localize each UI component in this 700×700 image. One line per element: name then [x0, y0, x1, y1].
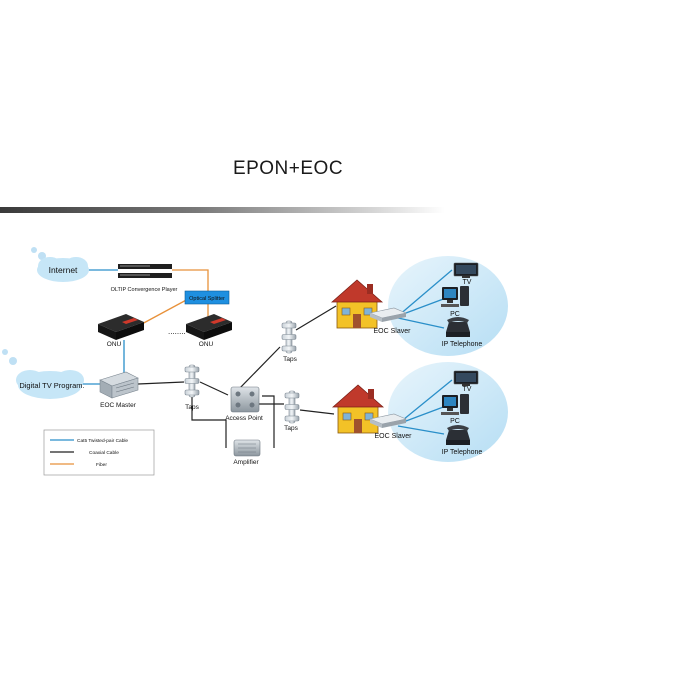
- onu-ellipsis-text: ........: [168, 327, 186, 336]
- taps-icon: [281, 320, 297, 354]
- pc-top-label: PC: [450, 311, 460, 318]
- digital-tv-label: Digital TV Program.: [19, 381, 84, 390]
- cloud-icon: [2, 349, 84, 399]
- pc-bottom-label: PC: [450, 418, 460, 425]
- onu-left-label: ONU: [107, 341, 122, 348]
- amplifier-device-icon: [233, 439, 261, 457]
- tv-icon: [453, 370, 479, 387]
- eoc-slaver-bottom-label: EOC Slaver: [375, 433, 413, 440]
- house-icon: [331, 279, 383, 329]
- optical-splitter-label: Optical Splitter: [189, 296, 225, 302]
- title-divider: [0, 207, 445, 213]
- legend-cat5-label: Cat5 Twisted-pair Cable: [77, 438, 128, 444]
- internet-label: Internet: [49, 265, 78, 275]
- access-point-device-icon: [230, 386, 260, 413]
- taps-top-label: Taps: [283, 356, 297, 363]
- onu-right-label: ONU: [199, 341, 214, 348]
- phone-bottom-label: IP Telephone: [442, 449, 483, 456]
- phone-icon: [446, 317, 470, 337]
- tv-top-label: TV: [463, 279, 472, 286]
- page-title: EPON+EOC: [232, 158, 344, 179]
- phone-top-label: IP Telephone: [442, 341, 483, 348]
- phone-icon: [446, 425, 470, 445]
- eoc-master-label: EOC Master: [100, 402, 137, 409]
- legend-coaxial-label: Coaxial Cable: [89, 450, 119, 456]
- eoc-master-device-icon: [99, 371, 139, 399]
- cloud-icon: [31, 247, 89, 282]
- access-point-label: Access Point: [225, 415, 263, 422]
- taps-icon: [184, 364, 200, 398]
- house-icon: [332, 384, 384, 434]
- taps-icon: [284, 390, 300, 424]
- fiber-lines: [139, 269, 209, 326]
- legend: Cat5 Twisted-pair Cable Coaxial Cable Fi…: [43, 429, 155, 476]
- onu-ellipsis: ........: [168, 327, 186, 336]
- amplifier-label: Amplifier: [233, 459, 259, 466]
- tv-bottom-label: TV: [463, 386, 472, 393]
- onu-device-icon: [186, 314, 232, 340]
- splitter-box-icon: [184, 290, 230, 305]
- legend-fiber-label: Fiber: [96, 462, 107, 468]
- taps-bottom-label: Taps: [284, 425, 298, 432]
- eoc-slaver-top-label: EOC Slaver: [374, 328, 412, 335]
- olt-player-label: OLTIP Convergence Player: [111, 287, 178, 293]
- onu-device-icon: [98, 314, 144, 340]
- server-rack-icon: [118, 264, 172, 278]
- tv-icon: [453, 262, 479, 279]
- taps-center-label: Taps: [185, 404, 199, 411]
